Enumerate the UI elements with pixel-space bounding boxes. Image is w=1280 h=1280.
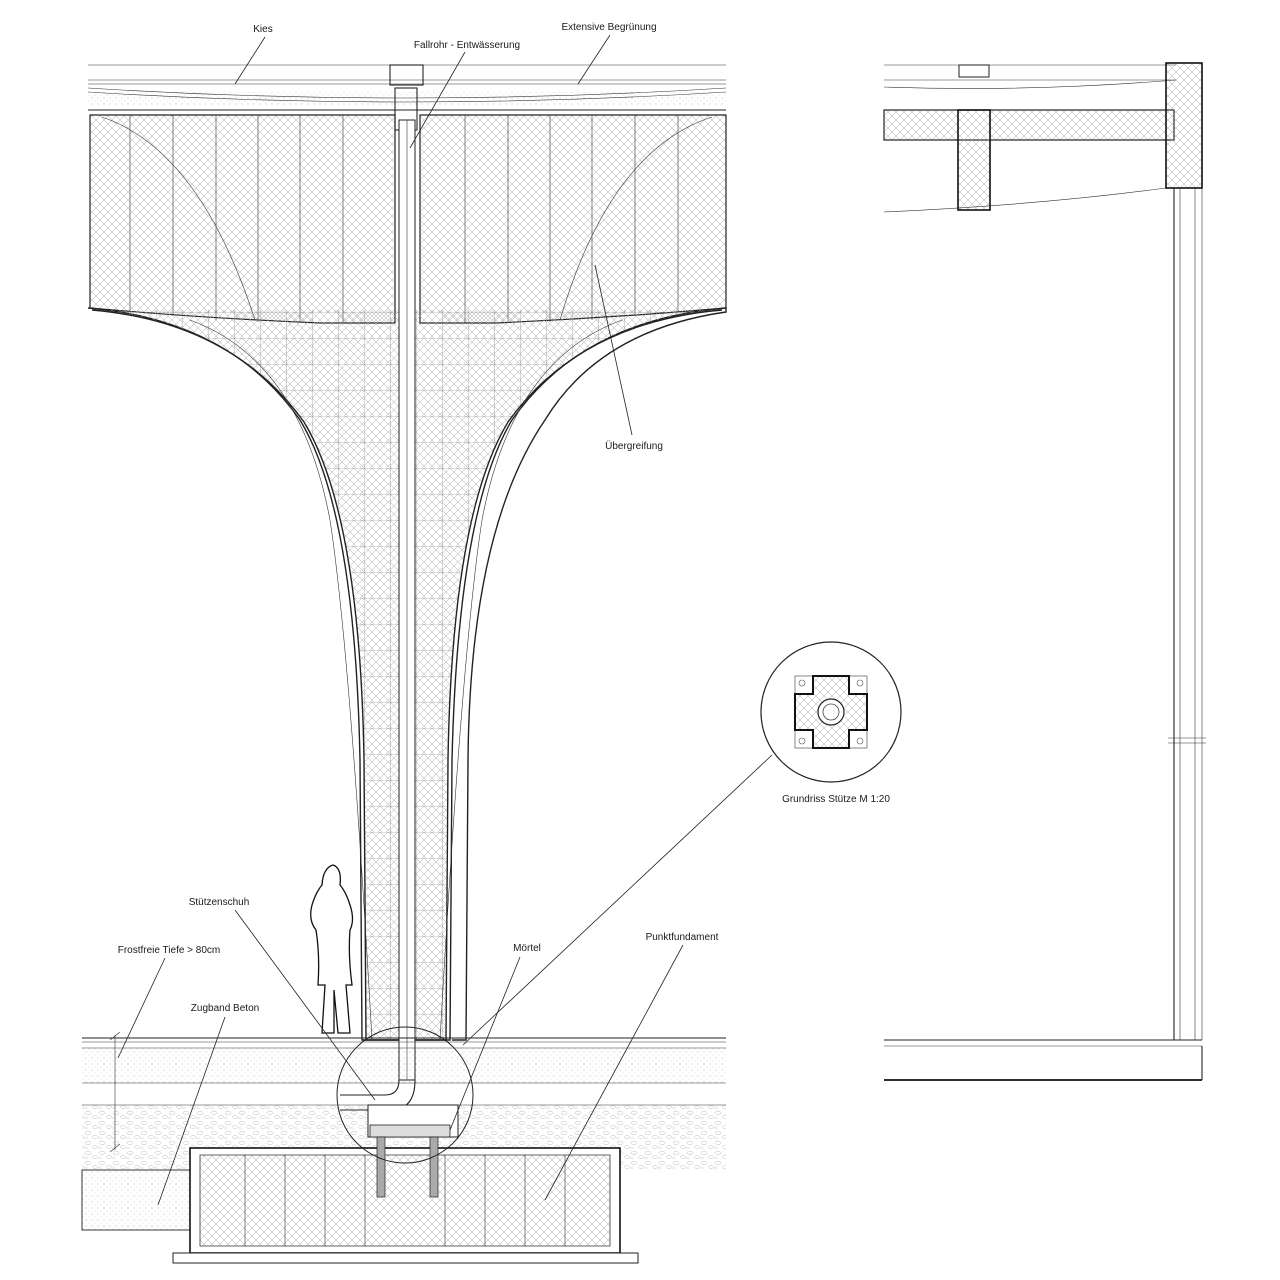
column-section: [81, 64, 727, 1264]
label-frostfreie-tiefe: Frostfreie Tiefe > 80cm: [118, 945, 221, 956]
label-fallrohr: Fallrohr - Entwässerung: [414, 40, 520, 51]
label-uebergreifung: Übergreifung: [605, 440, 663, 452]
label-punktfundament: Punktfundament: [646, 932, 719, 943]
roof-slab: [89, 114, 727, 324]
person-silhouette: [310, 864, 354, 1034]
label-grundriss-stuetze: Grundriss Stütze M 1:20: [782, 794, 890, 805]
ground-layers: [81, 1026, 726, 1264]
annotation-labels: Kies Fallrohr - Entwässerung Extensive B…: [118, 22, 891, 1014]
label-moertel: Mörtel: [513, 943, 541, 954]
label-stuetzenschuh: Stützenschuh: [189, 897, 250, 908]
leader-lines: [117, 34, 773, 1206]
label-extensive-begruenung: Extensive Begrünung: [561, 22, 656, 33]
side-elevation: [883, 62, 1206, 1081]
column-plan-detail: [760, 641, 902, 783]
label-zugband-beton: Zugband Beton: [191, 1003, 259, 1014]
label-kies: Kies: [253, 24, 272, 35]
